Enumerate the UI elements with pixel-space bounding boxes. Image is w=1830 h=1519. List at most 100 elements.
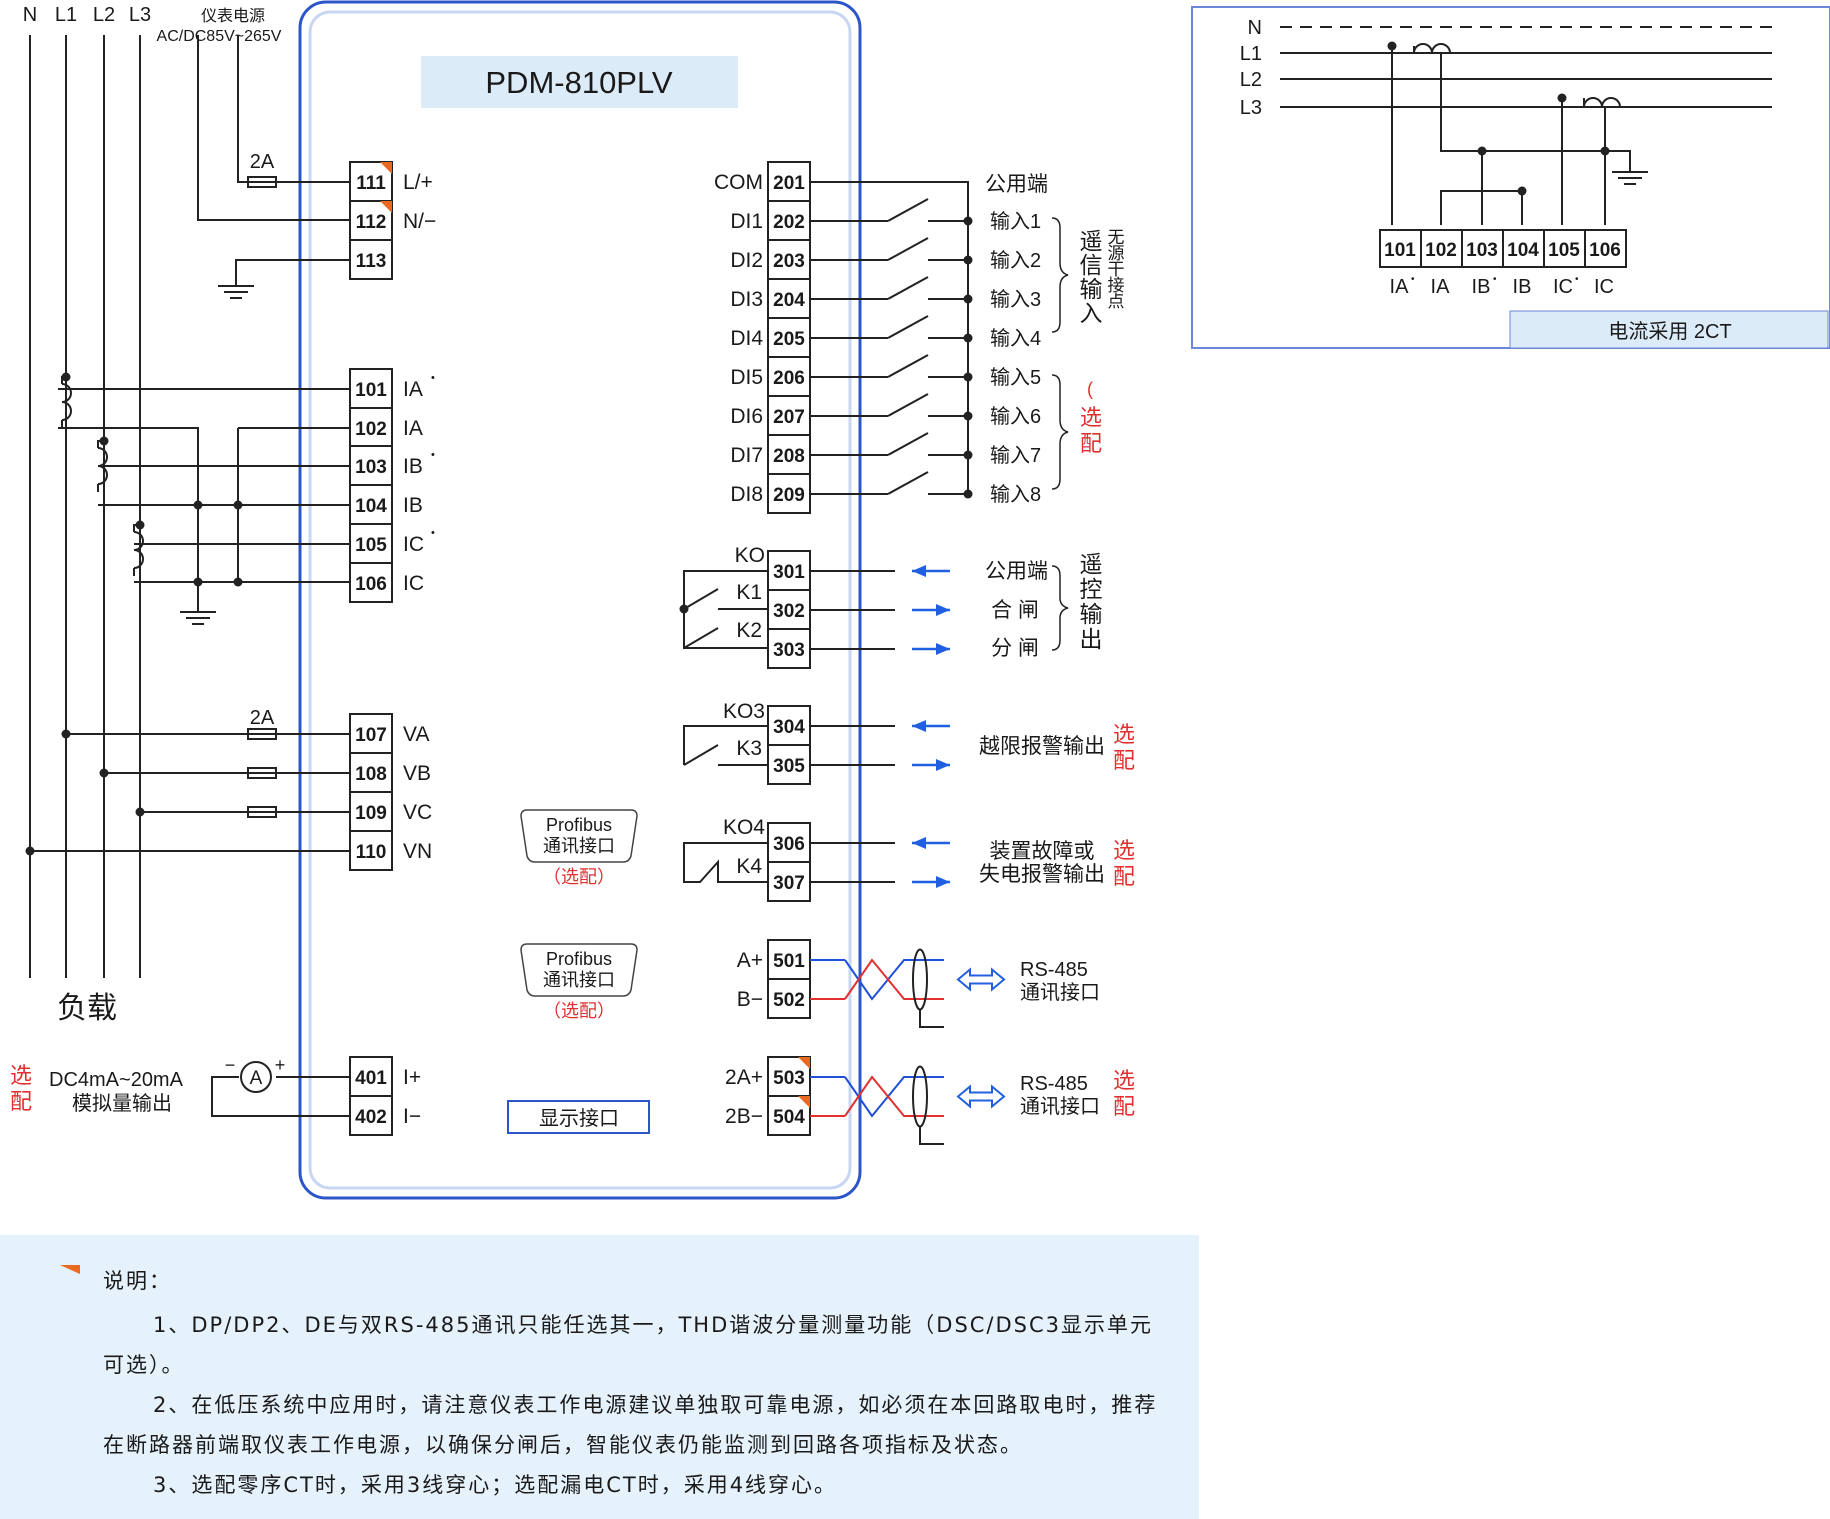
- terminal-205-box: [767, 317, 811, 358]
- di-switch-icon: [887, 237, 929, 261]
- inset-terminal-105-label: IC: [1553, 276, 1573, 298]
- svg-text:无: 无: [1108, 228, 1125, 247]
- terminal-203-label: DI2: [730, 249, 763, 272]
- ground-icon: [1612, 171, 1648, 185]
- ct-lead: [61, 376, 66, 384]
- power-range: AC/DC85V~265V: [157, 28, 282, 45]
- terminal-102-number: 102: [355, 419, 387, 440]
- rs485-1-bidir-arrow-icon: [956, 967, 1006, 992]
- junction-dot: [963, 450, 973, 460]
- terminal-111-label: L/+: [403, 171, 433, 194]
- arrow-out: [936, 876, 950, 888]
- terminal-304-label: KO3: [723, 700, 765, 723]
- junction-dot: [963, 411, 973, 421]
- arrow-out: [936, 643, 950, 655]
- svg-text:输: 输: [1080, 276, 1103, 302]
- inset-terminal-104-number: 104: [1507, 240, 1539, 261]
- terminal-204-box: [767, 278, 811, 319]
- terminal-207-number: 207: [773, 407, 805, 428]
- profibus-2-connector-icon: [520, 943, 638, 997]
- inset-caption: 电流采用 2CT: [1608, 320, 1731, 343]
- terminal-101-label: IA: [403, 378, 423, 401]
- svg-text:选: 选: [1113, 1068, 1135, 1093]
- terminal-402-number: 402: [355, 1107, 387, 1128]
- relay-switch-icon: [683, 588, 719, 610]
- terminal-107-label: VA: [403, 723, 429, 746]
- model-title-bg: [421, 56, 738, 108]
- inset-terminal-106-box: [1584, 229, 1627, 268]
- svg-text:配: 配: [1113, 864, 1135, 889]
- junction-dot: [1517, 186, 1527, 196]
- di-label-6: 输入6: [990, 405, 1041, 428]
- notes-panel: 说明： 1、DP/DP2、DE与双RS-485通讯只能任选其一，THD谐波分量测…: [0, 1235, 1199, 1519]
- terminal-209-label: DI8: [730, 483, 763, 506]
- di-label-2: 输入2: [990, 249, 1041, 272]
- note-3: 3、选配零序CT时，采用3线穿心；选配漏电CT时，采用4线穿心。: [153, 1473, 838, 1497]
- junction-dot: [963, 255, 973, 265]
- terminal-304-number: 304: [773, 717, 805, 738]
- notes-flag-icon: [60, 1265, 80, 1274]
- terminal-206-box: [767, 356, 811, 397]
- terminal-105-label: IC: [403, 533, 424, 556]
- inset-terminal-104-label: IB: [1513, 276, 1532, 298]
- rs485-2-shield-wire: [919, 1126, 944, 1145]
- terminal-201-label: COM: [714, 171, 763, 194]
- fault-label-1: 装置故障或: [990, 840, 1095, 863]
- di-switch-icon: [887, 393, 929, 417]
- svg-text:控: 控: [1080, 576, 1103, 602]
- terminal-305-box: [767, 744, 811, 785]
- inset-terminal-103-label: IB: [1472, 276, 1491, 298]
- terminal-106-label: IC: [403, 572, 424, 595]
- alarm-label: 越限报警输出: [979, 735, 1105, 758]
- junction-dot: [193, 500, 203, 510]
- terminal-107-number: 107: [355, 725, 387, 746]
- di-label-5: 输入5: [990, 366, 1041, 389]
- svg-text:配: 配: [1113, 1094, 1135, 1119]
- terminal-209-box: [767, 473, 811, 514]
- terminal-503-label: 2A+: [725, 1066, 763, 1089]
- terminal-103-number: 103: [355, 457, 387, 478]
- terminal-203-number: 203: [773, 251, 805, 272]
- arrow-in: [912, 720, 926, 732]
- terminal-101-number: 101: [355, 380, 387, 401]
- relay-label-common: 公用端: [985, 560, 1048, 583]
- rs485-1-port-label: 通讯接口: [1020, 981, 1100, 1004]
- terminal-202-box: [767, 200, 811, 241]
- terminal-501-number: 501: [773, 951, 805, 972]
- inset-terminal-105-box: [1543, 229, 1586, 268]
- terminal-108-number: 108: [355, 764, 387, 785]
- arrow-in: [912, 837, 926, 849]
- terminal-104-box: [349, 484, 393, 525]
- terminal-301-label: KO: [735, 544, 765, 567]
- svg-text:出: 出: [1080, 626, 1103, 652]
- inset-phase-L3: L3: [1240, 97, 1262, 119]
- inset-terminal-101-number: 101: [1384, 240, 1416, 261]
- ct-lead: [97, 440, 104, 448]
- notes-title: 说明：: [103, 1269, 172, 1293]
- terminal-106-number: 106: [355, 574, 387, 595]
- terminal-111-flag-icon: [380, 162, 392, 174]
- junction-dot: [963, 294, 973, 304]
- inset-terminal-102-number: 102: [1425, 240, 1457, 261]
- phase-label-N: N: [23, 4, 37, 26]
- device-frame-inner: [308, 10, 852, 1190]
- inset-ct-icon: [1413, 43, 1451, 54]
- inset-panel: [1191, 6, 1830, 349]
- relay-label-close: 合 闸: [991, 599, 1039, 622]
- fault-label-2: 失电报警输出: [979, 863, 1105, 886]
- terminal-503-number: 503: [773, 1068, 805, 1089]
- svg-text:干: 干: [1108, 260, 1125, 279]
- terminal-206-number: 206: [773, 368, 805, 389]
- ia-return: [58, 427, 199, 582]
- inset-terminal-105-number: 105: [1548, 240, 1580, 261]
- analog-wire: [211, 1076, 350, 1117]
- terminal-103-box: [349, 445, 393, 486]
- phase-label-L3: L3: [129, 4, 151, 26]
- rs485-2-bidir-arrow-icon: [956, 1084, 1006, 1109]
- terminal-205-number: 205: [773, 329, 805, 350]
- inset-terminal-102-label: IA: [1431, 276, 1451, 298]
- note-2: 2、在低压系统中应用时，请注意仪表工作电源建议单独取可靠电源，如必须在本回路取电…: [103, 1393, 1158, 1457]
- terminal-112-number: 112: [356, 212, 387, 233]
- terminal-108-label: VB: [403, 762, 431, 785]
